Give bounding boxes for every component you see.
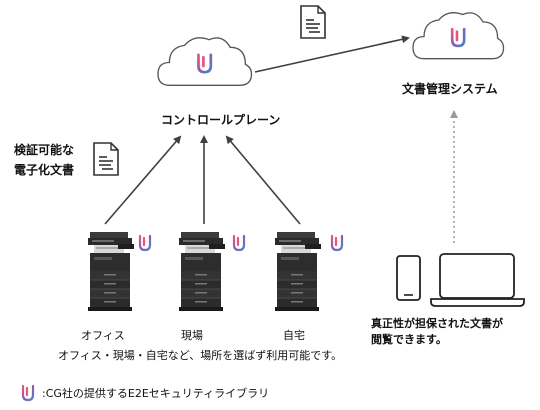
laptop-icon	[430, 253, 525, 307]
verifiable-doc-label-line1: 検証可能な	[14, 143, 75, 157]
control-plane-label: コントロールプレーン	[161, 113, 281, 127]
legend-text: :CG社の提供するE2Eセキュリティライブラリ	[42, 387, 270, 400]
sync-arrow	[254, 35, 410, 73]
doc-system-cloud-icon	[412, 12, 505, 60]
multifunction-printer-icon-home	[274, 231, 322, 312]
viewer-caption-line2: 閲覧できます。	[371, 333, 447, 346]
smartphone-icon	[396, 255, 421, 301]
location-label-office: オフィス	[81, 329, 125, 342]
library-logo-icon-legend	[21, 384, 35, 402]
library-logo-icon-office	[138, 234, 152, 252]
library-logo-icon-site	[232, 234, 246, 252]
anywhere-caption: オフィス・現場・自宅など、場所を選ばず利用可能です。	[58, 349, 343, 362]
viewer-caption-line1: 真正性が担保された文書が	[371, 317, 503, 330]
multifunction-printer-icon-office	[87, 231, 135, 312]
upload-arrow-office	[104, 135, 182, 225]
upload-arrow-home	[225, 135, 301, 225]
control-plane-cloud-icon	[157, 37, 253, 86]
verifiable-document-icon	[93, 142, 119, 176]
location-label-site: 現場	[181, 329, 203, 342]
multifunction-printer-icon-site	[178, 231, 226, 312]
doc-system-label: 文書管理システム	[402, 82, 498, 96]
document-icon	[300, 5, 326, 39]
location-label-home: 自宅	[283, 329, 305, 342]
library-logo-icon-home	[330, 234, 344, 252]
verifiable-doc-label-line2: 電子化文書	[14, 163, 75, 177]
